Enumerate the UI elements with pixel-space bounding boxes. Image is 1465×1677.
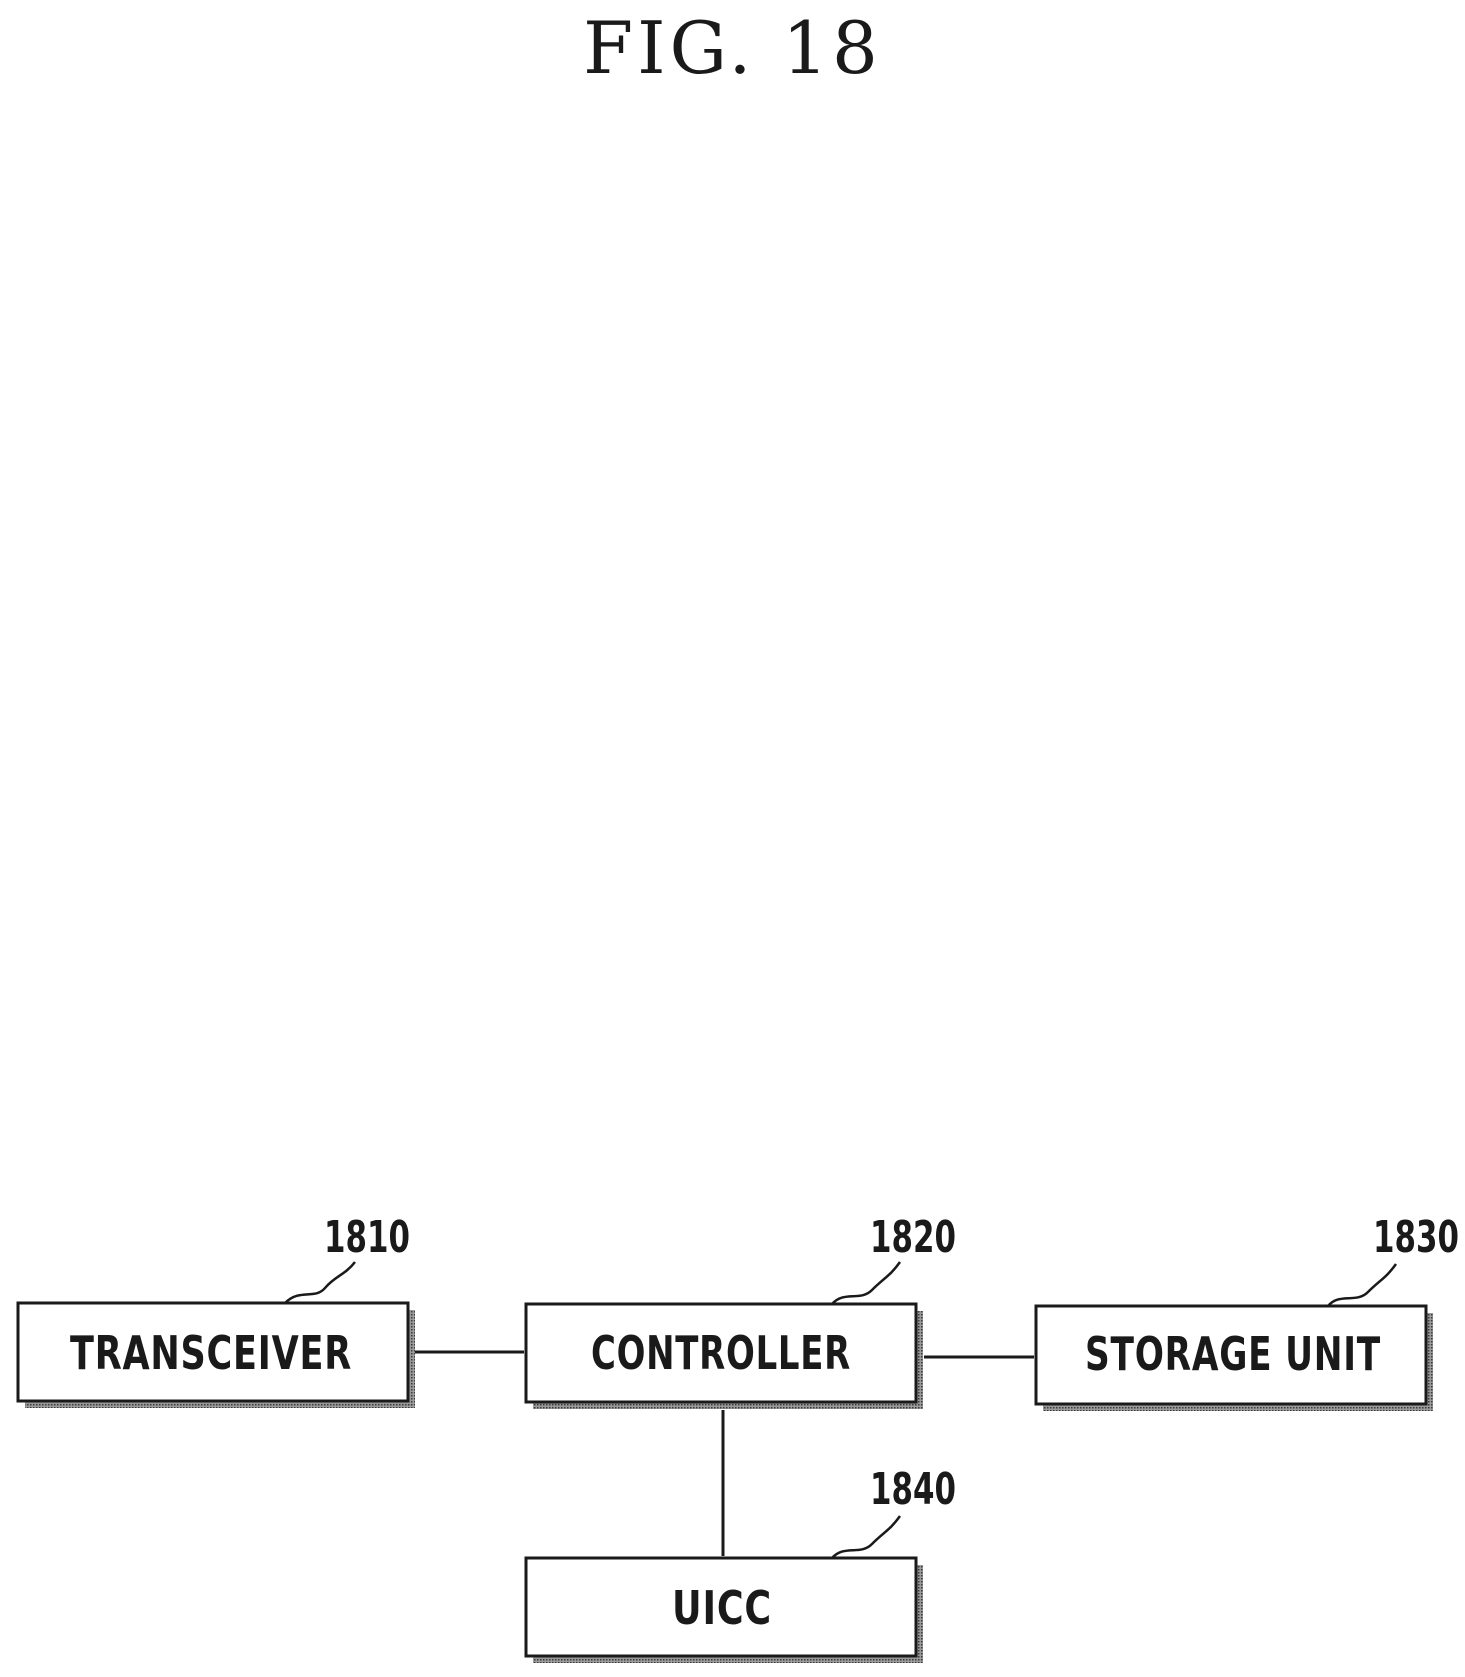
block-label-transceiver: TRANSCEIVER: [70, 1326, 352, 1380]
ref-number-1840: 1840: [870, 1464, 956, 1515]
leader-line-1840: [832, 1516, 900, 1558]
block-label-uicc: UICC: [672, 1581, 772, 1635]
ref-number-1830: 1830: [1373, 1212, 1459, 1263]
leader-line-1820: [832, 1262, 900, 1304]
leader-line-1810: [285, 1262, 355, 1303]
leader-line-1830: [1328, 1264, 1396, 1306]
block-storage-unit: STORAGE UNIT: [1036, 1306, 1433, 1411]
block-transceiver: TRANSCEIVER: [18, 1303, 415, 1408]
block-label-storage-unit: STORAGE UNIT: [1085, 1327, 1381, 1381]
ref-number-1820: 1820: [870, 1212, 956, 1263]
ref-number-1810: 1810: [324, 1212, 410, 1263]
block-controller: CONTROLLER: [526, 1304, 923, 1409]
block-label-controller: CONTROLLER: [591, 1326, 851, 1380]
block-uicc: UICC: [526, 1558, 923, 1663]
